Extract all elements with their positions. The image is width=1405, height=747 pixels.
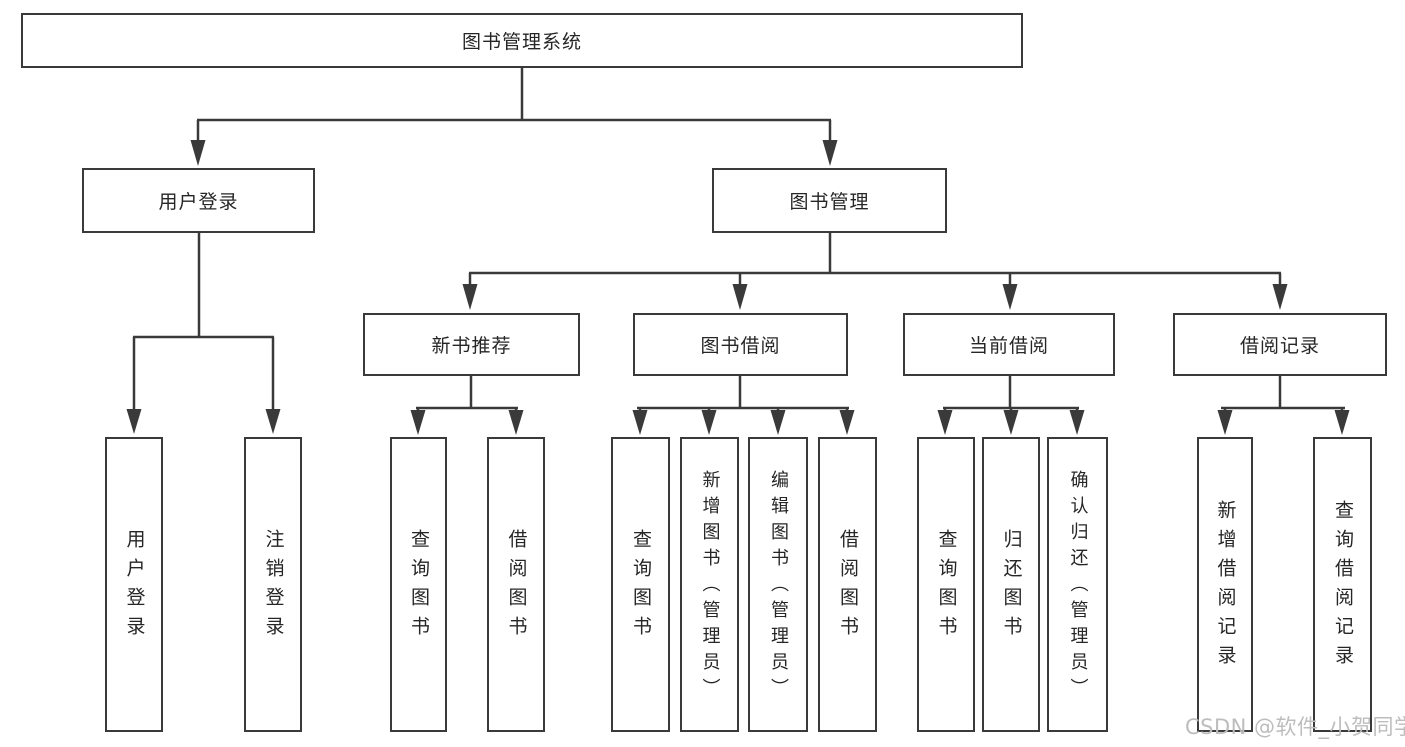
node-book-borrow: 图书借阅 xyxy=(633,313,848,376)
leaf-add-borrow-record: 新增借阅记录 xyxy=(1197,437,1253,732)
leaf-user-login-label: 用户登录 xyxy=(123,528,146,645)
node-user-login: 用户登录 xyxy=(82,168,315,233)
leaf-add-book-admin: 新增图书（管理员） xyxy=(680,437,739,732)
leaf-confirm-return-admin: 确认归还（管理员） xyxy=(1047,437,1108,732)
leaf-borrow-book-2: 借阅图书 xyxy=(818,437,877,732)
leaf-borrow-book-1: 借阅图书 xyxy=(487,437,545,732)
node-current-borrow: 当前借阅 xyxy=(903,313,1115,376)
leaf-user-login: 用户登录 xyxy=(105,437,163,732)
node-borrow-record: 借阅记录 xyxy=(1173,313,1387,376)
node-current-borrow-label: 当前借阅 xyxy=(968,335,1049,357)
leaf-logout-label: 注销登录 xyxy=(262,528,285,645)
node-root-label: 图书管理系统 xyxy=(461,31,582,53)
leaf-borrow-book-2-label: 借阅图书 xyxy=(837,528,859,645)
leaf-edit-book-admin-label: 编辑图书（管理员） xyxy=(768,469,789,704)
node-book-management-label: 图书管理 xyxy=(789,191,870,213)
node-book-management: 图书管理 xyxy=(712,168,947,233)
node-book-borrow-label: 图书借阅 xyxy=(700,335,781,357)
leaf-query-book-3: 查询图书 xyxy=(917,437,975,732)
leaf-edit-book-admin: 编辑图书（管理员） xyxy=(748,437,808,732)
leaf-query-book-2: 查询图书 xyxy=(611,437,670,732)
leaf-query-book-3-label: 查询图书 xyxy=(935,528,958,645)
leaf-logout: 注销登录 xyxy=(244,437,302,732)
node-new-book-recommend-label: 新书推荐 xyxy=(431,335,512,357)
leaf-query-borrow-record: 查询借阅记录 xyxy=(1313,437,1372,732)
node-borrow-record-label: 借阅记录 xyxy=(1239,335,1320,357)
leaf-query-book-1-label: 查询图书 xyxy=(408,528,430,645)
node-new-book-recommend: 新书推荐 xyxy=(363,313,580,376)
node-user-login-label: 用户登录 xyxy=(158,191,239,213)
node-root: 图书管理系统 xyxy=(21,13,1023,68)
leaf-return-book-label: 归还图书 xyxy=(1000,528,1023,645)
leaf-query-book-1: 查询图书 xyxy=(390,437,447,732)
leaf-confirm-return-admin-label: 确认归还（管理员） xyxy=(1067,469,1089,704)
leaf-add-borrow-record-label: 新增借阅记录 xyxy=(1214,499,1237,674)
leaf-query-book-2-label: 查询图书 xyxy=(630,528,652,645)
leaf-query-borrow-record-label: 查询借阅记录 xyxy=(1332,499,1354,674)
watermark: CSDN @软件_小贺同学 xyxy=(1185,715,1405,739)
leaf-borrow-book-1-label: 借阅图书 xyxy=(505,528,528,645)
leaf-add-book-admin-label: 新增图书（管理员） xyxy=(699,469,721,704)
leaf-return-book: 归还图书 xyxy=(982,437,1040,732)
